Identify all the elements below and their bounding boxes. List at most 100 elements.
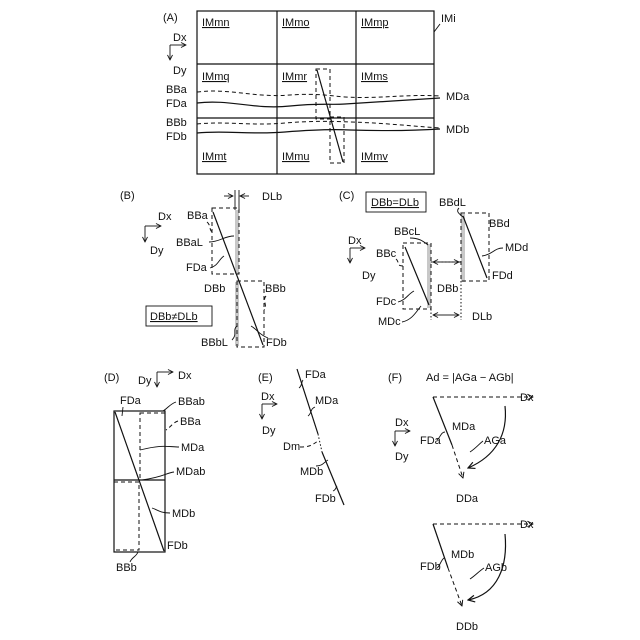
fdd-label: FDd <box>492 270 513 282</box>
mda-label: MDa <box>452 421 476 433</box>
dy-label: Dy <box>362 270 376 282</box>
fdb-label: FDb <box>266 337 287 349</box>
bbb-leader <box>130 552 138 562</box>
bbcl-label: BBcL <box>394 226 420 238</box>
panel-e-label: (E) <box>258 372 273 384</box>
direction-indicator-f: Dx Dy <box>395 417 410 463</box>
mda-label: MDa <box>315 395 339 407</box>
fdb-label: FDb <box>315 493 336 505</box>
aga-leader <box>470 441 483 452</box>
mdc-label: MDc <box>378 316 401 328</box>
dy-label: Dy <box>395 451 409 463</box>
fda-label: FDa <box>120 395 142 407</box>
direction-indicator-a: Dx Dy <box>170 32 187 77</box>
cell-label-2: IMmo <box>282 17 310 29</box>
band-upper <box>235 210 239 274</box>
image-label: IMi <box>441 13 456 25</box>
panel-c-label: (C) <box>339 190 354 202</box>
mda-leader <box>140 446 179 450</box>
bounding-box-upper <box>316 69 330 119</box>
bba-leader <box>207 222 214 232</box>
mdab-leader <box>142 472 174 480</box>
bba-label: BBa <box>180 416 202 428</box>
panel-f-label: (F) <box>388 372 402 384</box>
dx-top-label: Dx <box>520 392 534 404</box>
fda-leader <box>122 407 123 416</box>
mdab-label: MDab <box>176 466 205 478</box>
equality-label: DBb=DLb <box>371 197 419 209</box>
dy-label: Dy <box>150 245 164 257</box>
dda-label: DDa <box>456 493 479 505</box>
dy-label: Dy <box>138 375 152 387</box>
fda-label: FDa <box>166 98 188 110</box>
dbb-label: DBb <box>204 283 225 295</box>
bbb-label: BBb <box>265 283 286 295</box>
cell-label-3: IMmp <box>361 17 389 29</box>
bba-leader <box>166 421 178 430</box>
mda-label: MDa <box>181 442 205 454</box>
direction-indicator-c: Dx Dy <box>348 235 376 282</box>
diagonal-feature-d <box>463 216 487 278</box>
bbd-label: BBd <box>489 218 510 230</box>
panel-a-label: (A) <box>163 12 178 24</box>
dx-label: Dx <box>158 211 172 223</box>
band-d <box>461 214 465 282</box>
cell-label-5: IMmr <box>282 71 307 83</box>
fdb-label: FDb <box>166 131 187 143</box>
panel-b-label: (B) <box>120 190 135 202</box>
mdc-leader <box>402 306 421 322</box>
bba-label: BBa <box>187 210 209 222</box>
bbb-label: BBb <box>166 117 187 129</box>
bbab-leader <box>163 402 176 411</box>
agb-leader <box>470 568 484 579</box>
panel-f: (F) Ad = |AGa − AGb| Dx Dy Dx FDa MDa AG… <box>388 372 534 633</box>
panel-d-label: (D) <box>104 372 119 384</box>
ddb-label: DDb <box>456 621 478 633</box>
image-leader <box>434 24 440 32</box>
cell-label-8: IMmu <box>282 151 310 163</box>
dy-label: Dy <box>262 425 276 437</box>
mdd-leader <box>482 248 503 256</box>
bbdl-label: BBdL <box>439 197 466 209</box>
dx-label: Dx <box>348 235 362 247</box>
panel-b: (B) DLb Dx Dy BBa BBaL FDa DBb BBb DBb≠D… <box>120 190 287 349</box>
aga-label: AGa <box>484 435 507 447</box>
direction-arrow-dda <box>452 445 463 478</box>
fda-label: FDa <box>186 262 208 274</box>
dbb-label: DBb <box>437 283 458 295</box>
bbcl-leader <box>410 238 428 245</box>
dx-label: Dx <box>261 391 275 403</box>
dlb-label: DLb <box>472 311 492 323</box>
bounding-box-bbb <box>114 482 139 550</box>
feature-curve-fda <box>197 98 440 107</box>
bba-label: BBa <box>166 84 188 96</box>
dlb-label: DLb <box>262 191 282 203</box>
cell-label-1: IMmn <box>202 17 230 29</box>
fda-label: FDa <box>305 369 327 381</box>
cell-label-9: IMmv <box>361 151 388 163</box>
dx-bottom-label: Dx <box>520 519 534 531</box>
fdb-label: FDb <box>167 540 188 552</box>
bbc-label: BBc <box>376 248 397 260</box>
band-c <box>427 244 431 308</box>
mdb-leader <box>152 508 170 513</box>
panel-a: (A) IMmn IMmo IMmp IMmq IMmr IMms IMmt I… <box>163 11 470 174</box>
dx-label: Dx <box>173 32 187 44</box>
dx-label: Dx <box>395 417 409 429</box>
bbab-label: BBab <box>178 396 205 408</box>
bbal-label: BBaL <box>176 237 203 249</box>
bbbl-label: BBbL <box>201 337 228 349</box>
dm-leader <box>300 441 318 447</box>
dy-label: Dy <box>173 65 187 77</box>
panel-d: (D) Dy Dx FDa BBab BBa MDa MDab MDb FDb … <box>104 370 205 574</box>
direction-indicator-e: Dx Dy <box>261 391 277 437</box>
mda-label: MDa <box>446 91 470 103</box>
direction-indicator-b: Dx Dy <box>145 211 172 257</box>
direction-arrow-ddb <box>448 568 462 606</box>
inequality-label: DBb≠DLb <box>150 311 198 323</box>
bbc-leader <box>396 259 403 266</box>
feature-curve-fdb <box>197 129 440 133</box>
mdb-label: MDb <box>300 466 323 478</box>
bbb-label: BBb <box>116 562 137 574</box>
